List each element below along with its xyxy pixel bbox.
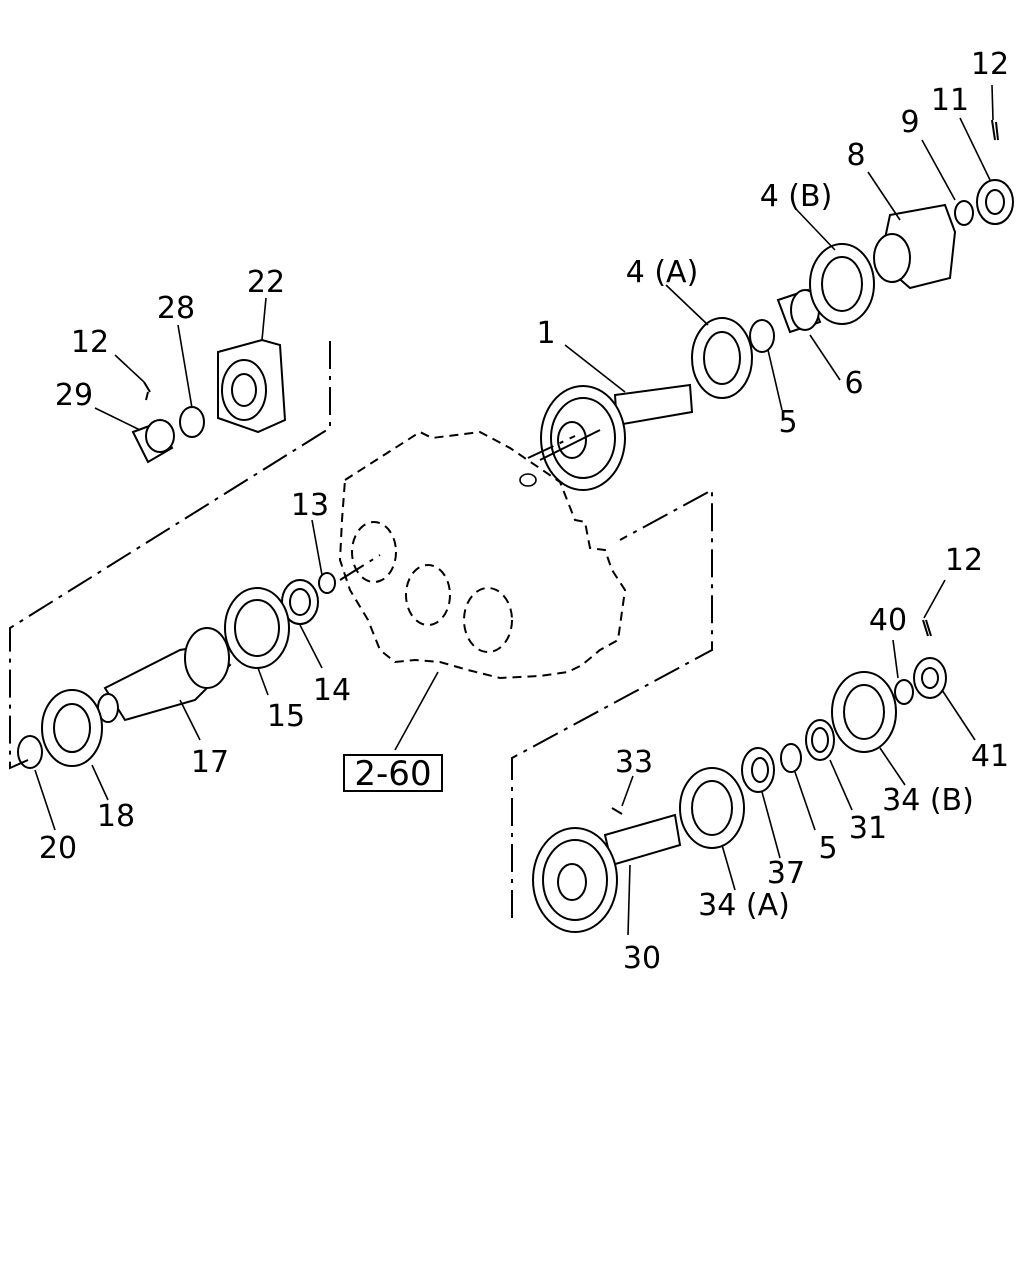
callout-6: 6 [844, 366, 863, 401]
bearing-part-4a [691, 317, 753, 399]
callout-12-left: 12 [71, 325, 109, 360]
callout-17: 17 [191, 745, 229, 780]
callout-22: 22 [247, 265, 285, 300]
spacer-part-6 [776, 288, 822, 334]
callout-34a: 34 (A) [698, 888, 790, 923]
shaft-part-17 [97, 627, 232, 723]
callout-1: 1 [536, 316, 555, 351]
spacer-part-31 [805, 719, 835, 761]
bearing-part-34a [679, 767, 745, 849]
callout-31: 31 [849, 811, 887, 846]
transmission-case-outline [338, 430, 627, 680]
nut-part-11 [976, 179, 1014, 225]
alignment-chain-lines [9, 341, 713, 918]
bearing-part-14 [281, 579, 319, 625]
flange-part-22 [217, 338, 287, 434]
callout-33: 33 [615, 745, 653, 780]
callout-20: 20 [39, 831, 77, 866]
callout-13: 13 [291, 488, 329, 523]
callout-29: 29 [55, 378, 93, 413]
gear-part-37 [741, 747, 775, 793]
callout-labels: 1 4 (A) 4 (B) 5 6 8 9 11 12 22 28 12 29 … [39, 47, 1009, 976]
key-part-33 [611, 807, 623, 815]
callout-12-right: 12 [945, 543, 983, 578]
callout-37: 37 [767, 856, 805, 891]
bearing-race-part-15 [224, 587, 290, 669]
nut-part-41 [913, 657, 947, 699]
callout-4a: 4 (A) [626, 255, 699, 290]
flange-part-8 [873, 203, 957, 290]
callout-8: 8 [846, 138, 865, 173]
reference-box: 2-60 [343, 754, 443, 794]
reference-label: 2-60 [354, 754, 431, 794]
callout-28: 28 [157, 291, 195, 326]
callout-41: 41 [971, 739, 1009, 774]
snap-ring-part-20 [17, 735, 43, 769]
bearing-part-34b [831, 671, 897, 753]
bearing-part-4b [809, 243, 875, 325]
cotter-pin-part-12-top [991, 119, 999, 141]
o-ring-part-28 [179, 406, 205, 438]
nut-part-29 [131, 419, 175, 464]
o-ring-part-40 [894, 679, 914, 705]
callout-14: 14 [313, 673, 351, 708]
callout-11: 11 [931, 83, 969, 118]
cotter-pin-part-12-left [143, 381, 151, 401]
cotter-pin-part-12-right [922, 619, 932, 637]
o-ring-part-9 [954, 200, 974, 226]
callout-5-top: 5 [778, 405, 797, 440]
bearing-part-18 [41, 689, 103, 767]
callout-18: 18 [97, 799, 135, 834]
callout-9: 9 [900, 105, 919, 140]
callout-15: 15 [267, 699, 305, 734]
ring-part-5-top [749, 319, 775, 353]
callout-40: 40 [869, 603, 907, 638]
callout-12-top: 12 [971, 47, 1009, 82]
washer-part-13 [318, 572, 336, 594]
ring-part-5-bottom [780, 743, 802, 773]
callout-34b: 34 (B) [882, 783, 974, 818]
callout-4b: 4 (B) [760, 179, 833, 214]
callout-5-bottom: 5 [818, 831, 837, 866]
callout-30: 30 [623, 941, 661, 976]
gear-shaft-part-30 [532, 813, 682, 933]
leader-lines [34, 84, 994, 936]
upper-gear-shaft-part-1 [539, 383, 694, 491]
